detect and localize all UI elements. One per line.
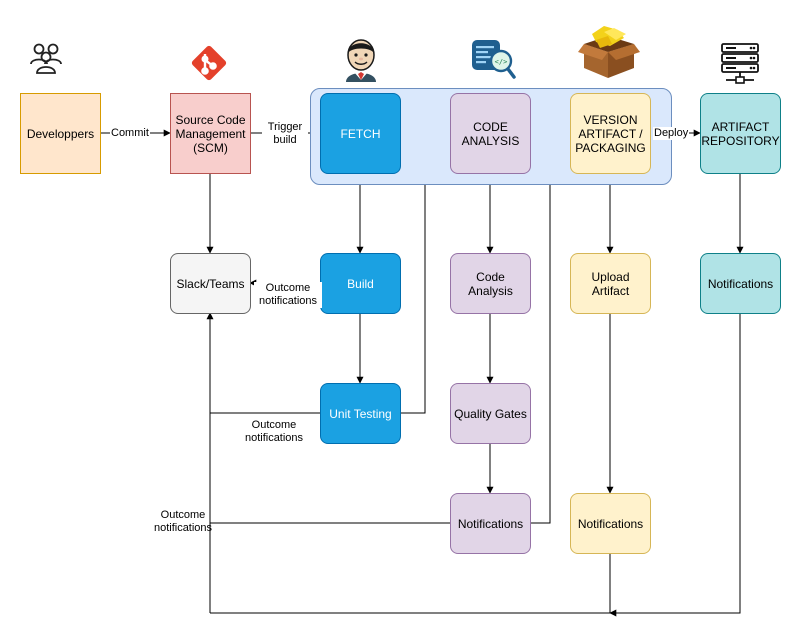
edge-label-outcome-build: Outcome notifications (254, 282, 322, 308)
node-unit-testing: Unit Testing (320, 383, 401, 444)
node-slack-teams: Slack/Teams (170, 253, 251, 314)
node-developers: Developpers (20, 93, 101, 174)
node-build: Build (320, 253, 401, 314)
edge-label-outcome-unit-testing: Outcome notifications (244, 419, 304, 444)
code-review-icon: </> (470, 38, 516, 80)
node-code-analysis: Code Analysis (450, 253, 531, 314)
node-upload-artifact: Upload Artifact (570, 253, 651, 314)
node-code-analysis-stage: CODE ANALYSIS (450, 93, 531, 174)
node-upload-notifications: Notifications (570, 493, 651, 554)
edge-label-trigger-build: Trigger build (262, 121, 308, 147)
node-scm: Source Code Management (SCM) (170, 93, 251, 174)
node-fetch: FETCH (320, 93, 401, 174)
node-quality-gates: Quality Gates (450, 383, 531, 444)
jenkins-icon (340, 36, 382, 82)
edge-label-outcome-notifications: Outcome notifications (153, 509, 213, 534)
svg-text:</>: </> (495, 58, 508, 66)
edge-label-commit: Commit (110, 127, 150, 140)
node-repository-notifications: Notifications (700, 253, 781, 314)
node-artifact-repository: ARTIFACT REPOSITORY (700, 93, 781, 174)
users-icon (28, 40, 64, 76)
git-icon (190, 44, 228, 82)
node-version-packaging: VERSION ARTIFACT / PACKAGING (570, 93, 651, 174)
server-icon (720, 42, 760, 86)
edge-label-deploy: Deploy (653, 127, 690, 140)
edge-notifications-to-packaging (530, 129, 571, 524)
node-analysis-notifications: Notifications (450, 493, 531, 554)
edge-bottom-bus (210, 553, 611, 614)
edge-repository-notifications-to-bus (609, 313, 741, 617)
package-box-icon (578, 22, 640, 80)
